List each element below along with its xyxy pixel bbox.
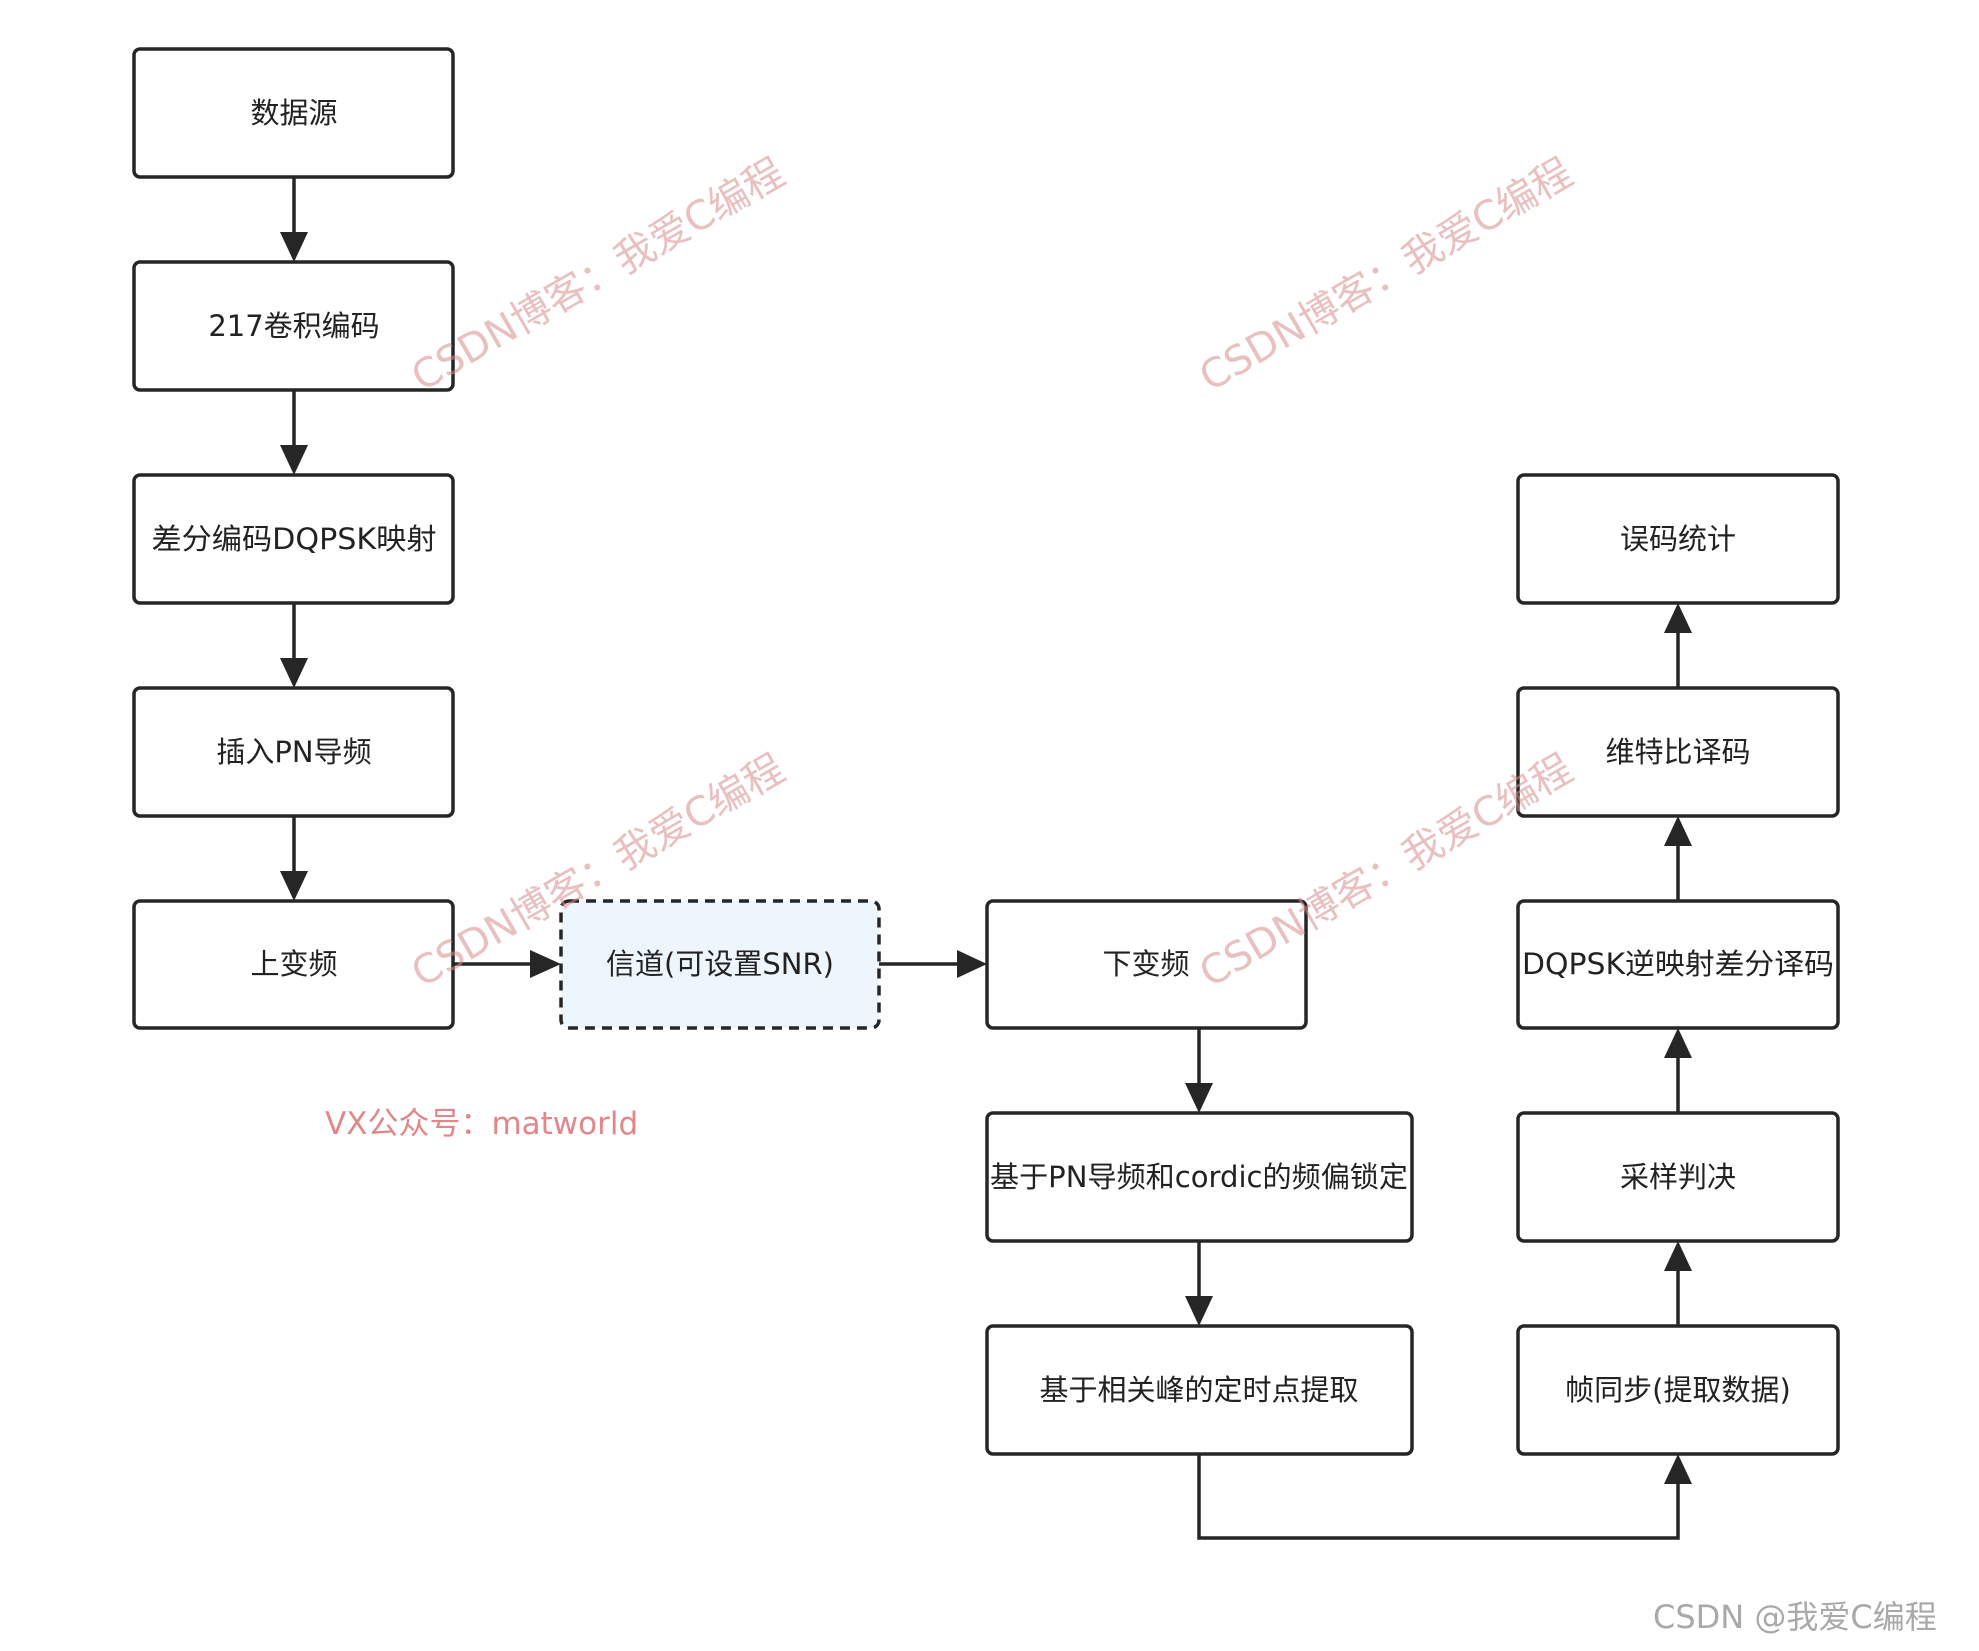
node-upconvert-label: 上变频 [250,947,337,981]
node-demap-label: DQPSK逆映射差分译码 [1522,947,1834,981]
edge-conv-encode-to-diff-map [280,390,308,475]
node-conv-encode: 217卷积编码 [132,260,455,392]
edge-channel-to-downconvert [879,950,987,978]
node-frame-sync: 帧同步(提取数据) [1516,1324,1840,1456]
node-diff-map-label: 差分编码DQPSK映射 [152,522,437,556]
node-diff-map: 差分编码DQPSK映射 [132,473,455,605]
edge-decision-to-demap [1664,1028,1692,1113]
node-downconvert-label: 下变频 [1102,947,1189,981]
edge-source-to-conv-encode [280,177,308,262]
node-upconvert: 上变频 [132,899,455,1030]
node-timing-label: 基于相关峰的定时点提取 [1039,1373,1358,1407]
edge-downconvert-to-freq-lock [1185,1028,1213,1113]
edge-timing-to-frame-sync [1197,1454,1692,1540]
node-channel: 信道(可设置SNR) [559,899,881,1030]
node-decision-label: 采样判决 [1620,1160,1736,1194]
watermark-blog: CSDN博客：我爱C编程 [404,150,792,401]
node-viterbi-label: 维特比译码 [1605,735,1750,769]
node-decision: 采样判决 [1516,1111,1840,1243]
node-source-label: 数据源 [250,96,337,130]
watermark-vx: VX公众号：matworld [325,1106,638,1142]
edge-viterbi-to-ber [1664,603,1692,688]
edge-demap-to-viterbi [1664,816,1692,901]
node-freq-lock-label: 基于PN导频和cordic的频偏锁定 [990,1160,1408,1194]
node-viterbi: 维特比译码 [1516,686,1840,818]
node-frame-sync-label: 帧同步(提取数据) [1565,1373,1791,1407]
node-timing: 基于相关峰的定时点提取 [985,1324,1414,1456]
watermark-blog: CSDN博客：我爱C编程 [1192,150,1580,401]
node-insert-pn-label: 插入PN导频 [216,735,371,769]
node-demap: DQPSK逆映射差分译码 [1516,899,1840,1030]
edge-upconvert-to-channel [453,950,561,978]
node-ber: 误码统计 [1516,473,1840,605]
node-channel-label: 信道(可设置SNR) [606,947,834,981]
node-insert-pn: 插入PN导频 [132,686,455,818]
node-conv-encode-label: 217卷积编码 [208,309,379,343]
edge-frame-sync-to-decision [1664,1241,1692,1326]
edge-diff-map-to-insert-pn [280,603,308,688]
edge-freq-lock-to-timing [1185,1241,1213,1326]
node-source: 数据源 [132,47,455,179]
edge-insert-pn-to-upconvert [280,816,308,901]
node-downconvert: 下变频 [985,899,1308,1030]
node-freq-lock: 基于PN导频和cordic的频偏锁定 [985,1111,1414,1243]
node-ber-label: 误码统计 [1620,522,1736,556]
watermark-corner: CSDN @我爱C编程 [1653,1598,1937,1636]
